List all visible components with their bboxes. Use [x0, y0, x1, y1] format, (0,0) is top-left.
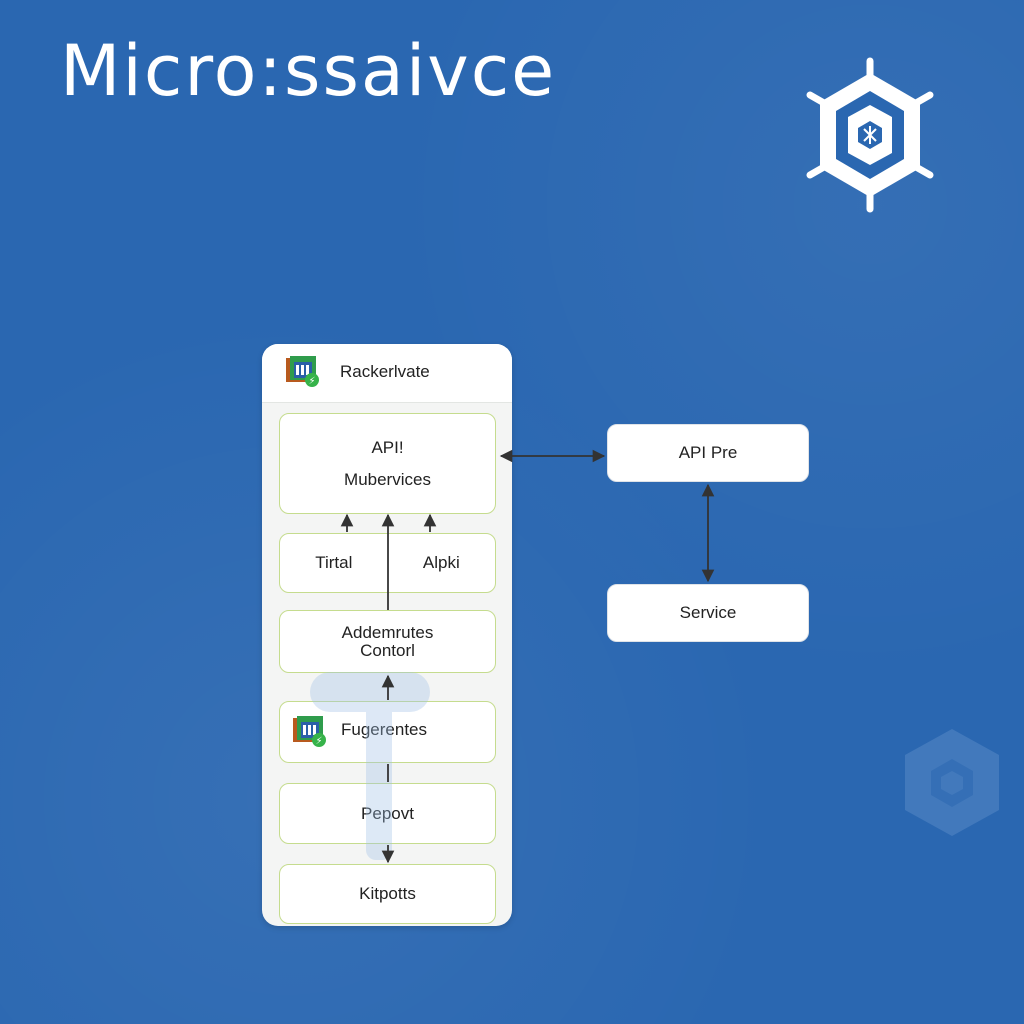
- api-node-line2: Mubervices: [344, 469, 431, 489]
- service-label: Service: [679, 603, 737, 622]
- api-pre-label: API Pre: [678, 443, 738, 462]
- pepovt-label: Pepovt: [361, 803, 414, 823]
- svg-text:⚡: ⚡: [315, 736, 322, 747]
- hexagon-helm-logo-icon: [806, 57, 934, 213]
- fugerentes-node[interactable]: ⚡ Fugerentes: [279, 701, 496, 763]
- kitpotts-label: Kitpotts: [359, 884, 416, 904]
- panel-header-label: Rackerlvate: [340, 362, 430, 381]
- addemrutes-line2: Contorl: [360, 640, 415, 660]
- tirtal-alpki-node[interactable]: Tirtal Alpki: [279, 533, 496, 593]
- api-pre-node[interactable]: API Pre: [607, 424, 809, 482]
- hexagon-logo-watermark-icon: [905, 729, 999, 836]
- page-title: Micro:ssaivce: [60, 30, 557, 112]
- app-badge-icon: ⚡: [286, 356, 319, 387]
- api-node-line1: API!: [371, 437, 404, 457]
- svg-text:⚡: ⚡: [308, 376, 315, 387]
- app-badge-icon: ⚡: [293, 716, 326, 747]
- pepovt-node[interactable]: Pepovt: [279, 783, 496, 844]
- addemrutes-line1: Addemrutes: [341, 622, 434, 642]
- service-node[interactable]: Service: [607, 584, 809, 642]
- alpki-label: Alpki: [422, 553, 460, 573]
- fugerentes-label: Fugerentes: [341, 720, 427, 739]
- service-panel: ⚡ Rackerlvate API! Mubervices Tirtal Alp…: [262, 344, 512, 926]
- api-microservices-node[interactable]: API! Mubervices: [279, 413, 496, 514]
- addemrutes-control-node[interactable]: Addemrutes Contorl: [279, 610, 496, 673]
- kitpotts-node[interactable]: Kitpotts: [279, 864, 496, 924]
- panel-header: ⚡ Rackerlvate: [262, 344, 512, 403]
- tirtal-label: Tirtal: [315, 553, 353, 573]
